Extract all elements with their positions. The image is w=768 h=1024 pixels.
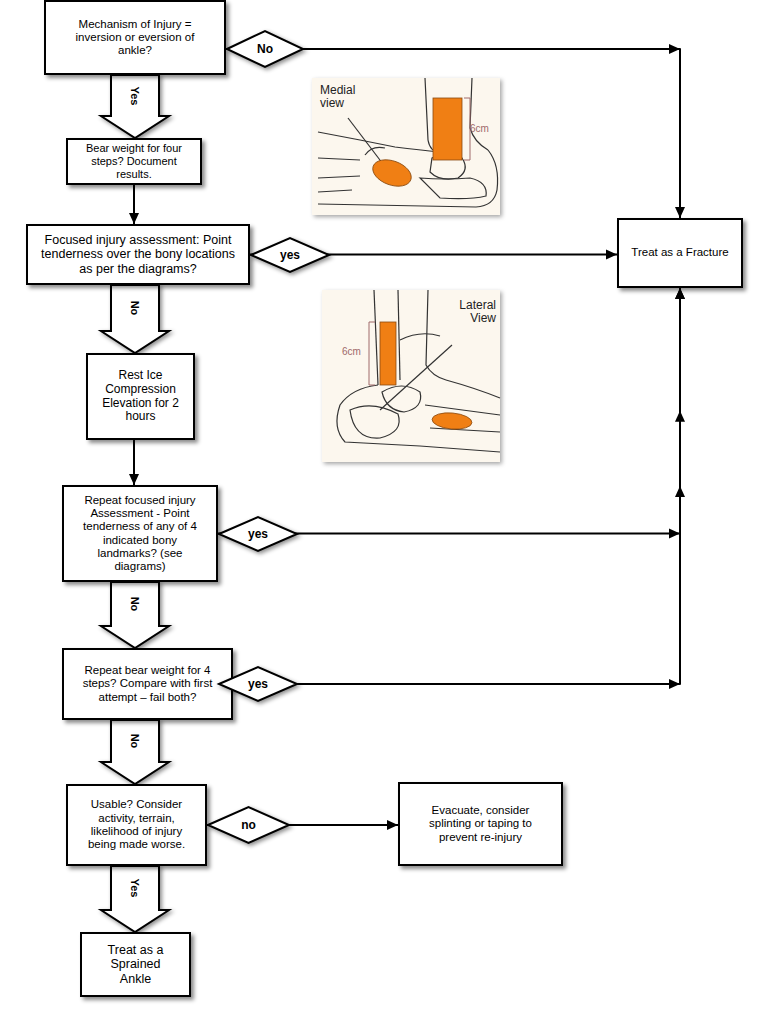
- dorsum-line: [318, 132, 440, 152]
- calcaneus-bone: [420, 178, 486, 199]
- connector: [101, 285, 169, 353]
- metatarsal-lines: [425, 405, 500, 432]
- edge-label: No: [128, 288, 142, 328]
- figure-label: Lateral View: [446, 299, 496, 325]
- edge-label: yes: [248, 527, 268, 541]
- decision-diamond: yes: [218, 516, 298, 552]
- block-arrow: [101, 582, 169, 648]
- arrow-head: [675, 486, 685, 497]
- lateral-malleolus-zone: [380, 322, 396, 385]
- dimension-bracket: [464, 98, 470, 160]
- connector: [101, 75, 169, 138]
- connector: [218, 288, 685, 539]
- sole-line: [318, 150, 498, 207]
- bone-line: [400, 334, 440, 340]
- edge-label: No: [257, 42, 273, 56]
- calcaneus-bone: [350, 406, 399, 438]
- arrow-head: [675, 288, 685, 299]
- fibula-line: [374, 290, 378, 385]
- arrow-head: [669, 679, 680, 689]
- arrow-head: [387, 820, 398, 830]
- edge-label: Yes: [128, 76, 142, 116]
- navicular-zone: [369, 155, 415, 191]
- arrow-head: [129, 213, 139, 224]
- process-box: Mechanism of Injury = inversion or evers…: [44, 0, 226, 75]
- connector: [101, 866, 169, 932]
- edge-label: No: [128, 721, 142, 761]
- diamond-shape: [251, 238, 329, 272]
- block-arrow: [101, 720, 169, 784]
- process-box: Evacuate, consider splinting or taping t…: [398, 782, 563, 866]
- process-box: Treat as a Fracture: [617, 218, 743, 288]
- block-arrow: [101, 75, 169, 138]
- process-box: Usable? Consider activity, terrain, like…: [66, 784, 207, 866]
- process-box: Repeat focused injury Assessment - Point…: [62, 485, 218, 582]
- block-arrow: [101, 285, 169, 353]
- medial-malleolus-zone: [433, 98, 462, 160]
- dorsum-line: [446, 380, 500, 398]
- diamond-shape: [208, 807, 289, 843]
- edge-label: no: [241, 818, 256, 832]
- talus-bone: [382, 386, 421, 412]
- box-text: Repeat bear weight for 4 steps? Compare …: [76, 664, 219, 704]
- connector: [101, 582, 169, 648]
- arrow-head: [675, 288, 685, 299]
- process-box: Repeat bear weight for 4 steps? Compare …: [62, 648, 233, 720]
- box-text: Evacuate, consider splinting or taping t…: [418, 804, 543, 844]
- arrow-head: [606, 250, 617, 260]
- box-text: Repeat focused injury Assessment - Point…: [80, 494, 200, 574]
- connector: [129, 440, 139, 485]
- block-arrow: [101, 866, 169, 932]
- connector: [101, 720, 169, 784]
- box-text: Treat as a Fracture: [631, 246, 728, 259]
- decision-diamond: No: [226, 30, 304, 68]
- process-box: Focused injury assessment: Point tendern…: [26, 224, 250, 285]
- connector: [226, 44, 685, 218]
- edge-label: No: [128, 584, 142, 624]
- arrow-head: [675, 207, 685, 218]
- box-text: Mechanism of Injury = inversion or evers…: [70, 18, 200, 58]
- decision-diamond: yes: [250, 237, 330, 273]
- connector: [233, 288, 685, 689]
- box-text: Bear weight for four steps? Document res…: [86, 142, 182, 180]
- box-text: Rest Ice Compression Elevation for 2 hou…: [98, 369, 183, 425]
- bone-line: [365, 147, 385, 155]
- sole-line: [337, 385, 500, 452]
- connector-line: [226, 49, 680, 218]
- decision-diamond: yes: [218, 666, 298, 702]
- fifth-metatarsal-zone: [431, 411, 472, 430]
- edge-label: Yes: [128, 868, 142, 908]
- lateral-sketch: [337, 290, 500, 452]
- arrow-head: [669, 44, 680, 54]
- figure-label: Medial view: [320, 84, 368, 110]
- edge-label: yes: [248, 677, 268, 691]
- connector-line: [233, 288, 680, 684]
- metatarsal-lines: [318, 158, 360, 192]
- box-text: Treat as a Sprained Ankle: [94, 943, 177, 987]
- connector-line: [218, 288, 680, 534]
- process-box: Rest Ice Compression Elevation for 2 hou…: [86, 353, 195, 440]
- tibia-line: [470, 78, 488, 150]
- figure-label: 6cm: [342, 346, 370, 357]
- dimension-bracket: [369, 322, 375, 385]
- process-box: Treat as a Sprained Ankle: [80, 932, 191, 997]
- diamond-shape: [227, 31, 303, 67]
- arrow-head: [669, 529, 680, 539]
- medial-sketch: [318, 78, 498, 207]
- edge-label: yes: [280, 248, 300, 262]
- medial-panel: [312, 78, 500, 215]
- diamond-shape: [219, 667, 297, 701]
- box-text: Focused injury assessment: Point tendern…: [38, 233, 238, 277]
- box-text: Usable? Consider activity, terrain, like…: [80, 798, 193, 851]
- process-box: Bear weight for four steps? Document res…: [66, 138, 202, 185]
- fibula-line: [398, 290, 400, 380]
- arrow-head: [129, 474, 139, 485]
- connector: [129, 185, 139, 224]
- lateral-panel: [322, 290, 500, 462]
- diamond-shape: [219, 517, 297, 551]
- figure-label: 6cm: [470, 123, 498, 134]
- decision-diamond: no: [207, 806, 290, 844]
